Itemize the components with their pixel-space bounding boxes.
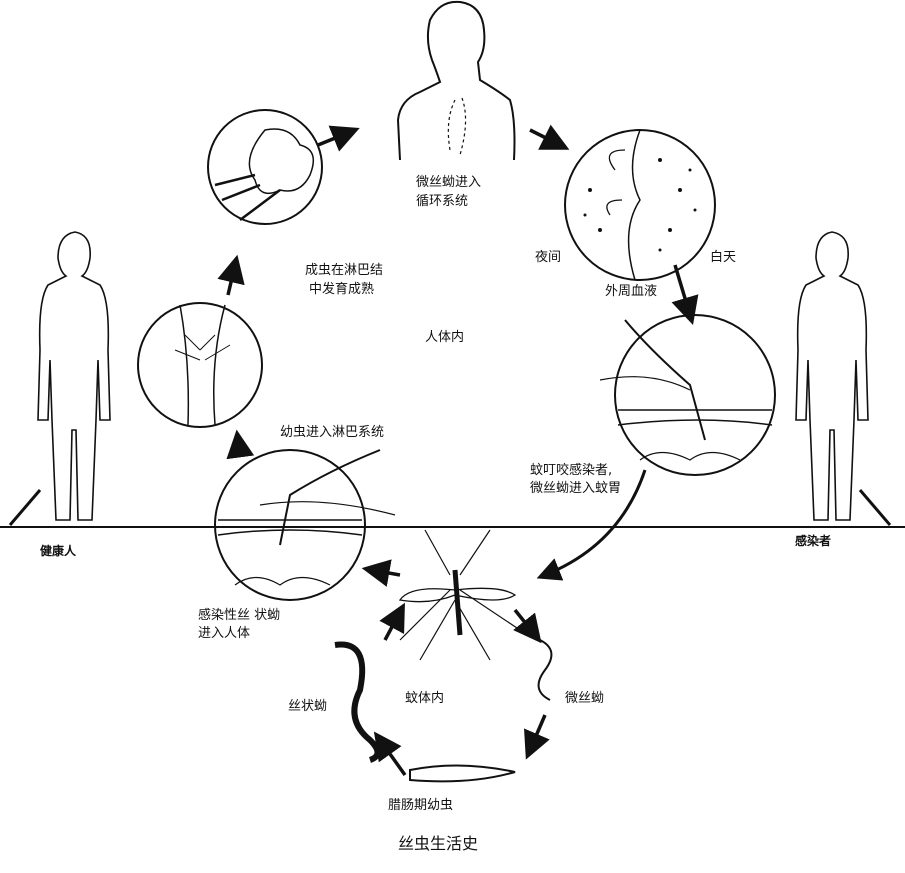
- leg-lymph-circle: [137, 302, 263, 428]
- mosquito-biting-infected-circle: [599, 314, 776, 476]
- sausage-larva-drawing: [409, 764, 516, 783]
- label-adult-lymph-node-1: 成虫在淋巴结: [305, 263, 384, 278]
- label-mosquito-bites-2: 微丝蚴进入蚊胃: [530, 481, 622, 496]
- label-filariform-larva: 丝状蚴: [288, 699, 328, 714]
- label-microfilariae-circulation-2: 循环系统: [416, 194, 469, 209]
- small-mosquitoes: [8, 489, 892, 526]
- filariform-larva-drawing: [334, 641, 381, 763]
- label-in-human: 人体内: [425, 330, 465, 345]
- lymph-vessels: [447, 97, 467, 156]
- cycle-arrows: [217, 124, 699, 777]
- label-microfilariae-circulation-1: 微丝蚴进入: [416, 175, 482, 190]
- label-in-mosquito: 蚊体内: [405, 691, 445, 706]
- label-peripheral-blood: 外周血液: [605, 284, 658, 299]
- microfilaria-drawing: [537, 639, 553, 701]
- label-adult-lymph-node-2: 中发育成熟: [309, 282, 375, 297]
- healthy-person-figure: [37, 231, 111, 521]
- infected-person-figure: [795, 231, 869, 521]
- label-night: 夜间: [535, 250, 562, 265]
- diagram-title: 丝虫生活史: [398, 834, 479, 853]
- label-infective-larvae-2: 进入人体: [198, 626, 251, 641]
- label-mosquito-bites-1: 蚊叮咬感染者,: [530, 463, 613, 478]
- peripheral-blood-circle: [564, 129, 716, 281]
- label-infective-larvae-1: 感染性丝 状蚴: [198, 608, 281, 623]
- human-torso: [396, 0, 516, 161]
- mosquito: [398, 529, 521, 661]
- lymph-node-circle: [207, 109, 323, 225]
- label-healthy-person: 健康人: [40, 544, 77, 558]
- label-larvae-lymph: 幼虫进入淋巴系统: [280, 425, 385, 440]
- label-microfilaria: 微丝蚴: [565, 691, 605, 706]
- label-sausage-larva: 腊肠期幼虫: [388, 798, 454, 813]
- label-day: 白天: [710, 250, 737, 265]
- label-infected-person: 感染者: [795, 534, 832, 548]
- mosquito-biting-healthy-circle: [214, 449, 396, 601]
